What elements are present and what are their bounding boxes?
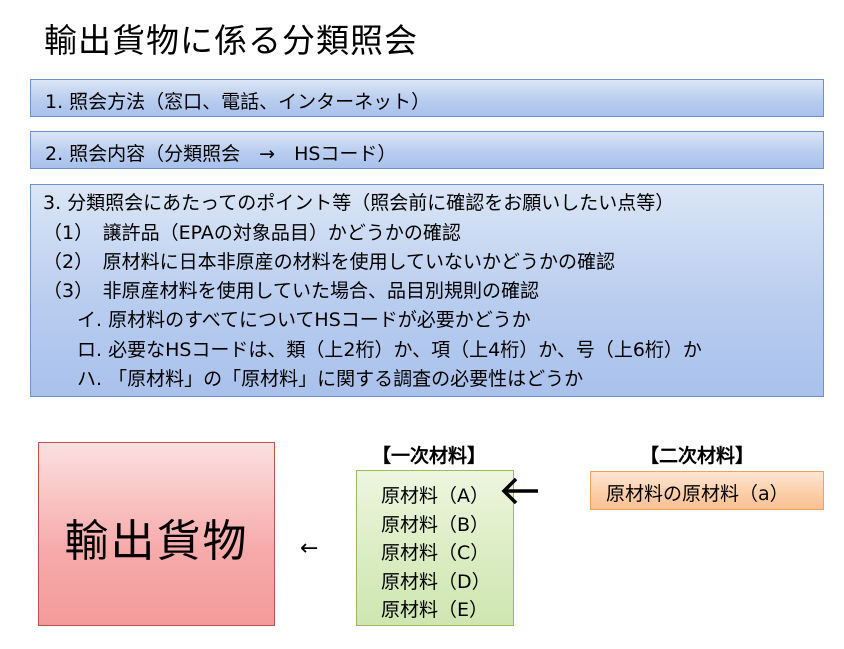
export-goods-label: 輸出貨物	[64, 516, 249, 567]
step1-text: 1. 照会方法（窓口、電話、インターネット）	[45, 91, 431, 113]
step1-box: 1. 照会方法（窓口、電話、インターネット）	[30, 79, 824, 117]
primary-material-b: 原材料（B）	[381, 514, 490, 536]
primary-materials-box: 原材料（A） 原材料（B） 原材料（C） 原材料（D） 原材料（E）	[356, 470, 514, 626]
export-goods-box: 輸出貨物	[38, 442, 275, 626]
step3-sub-ha: ハ. 「原材料」の「原材料」に関する調査の必要性はどうか	[77, 368, 584, 390]
step2-box: 2. 照会内容（分類照会 → HSコード）	[30, 131, 824, 169]
page-title: 輸出貨物に係る分類照会	[44, 21, 418, 60]
step3-point-1: （1） 譲許品（EPAの対象品目）かどうかの確認	[43, 222, 461, 244]
secondary-material-a: 原材料の原材料（a）	[606, 483, 789, 505]
step3-point-3: （3） 非原産材料を使用していた場合、品目別規則の確認	[43, 280, 540, 302]
primary-material-a: 原材料（A）	[381, 485, 489, 507]
primary-material-e: 原材料（E）	[381, 599, 489, 621]
left-arrow-icon: ←	[300, 536, 319, 561]
step3-heading: 3. 分類照会にあたってのポイント等（照会前に確認をお願いしたい点等）	[43, 192, 675, 214]
step2-text: 2. 照会内容（分類照会 → HSコード）	[45, 143, 397, 165]
step3-box: 3. 分類照会にあたってのポイント等（照会前に確認をお願いしたい点等） （1） …	[30, 184, 824, 397]
big-left-arrow-icon	[501, 477, 538, 505]
step3-point-2: （2） 原材料に日本非原産の材料を使用していないかどうかの確認	[43, 251, 616, 273]
secondary-material-box: 原材料の原材料（a）	[590, 471, 824, 510]
step3-sub-i: イ. 原材料のすべてについてHSコードが必要かどうか	[77, 309, 531, 331]
secondary-materials-header: 【二次材料】	[640, 445, 755, 467]
primary-material-d: 原材料（D）	[381, 571, 491, 593]
primary-materials-header: 【一次材料】	[372, 445, 487, 467]
primary-material-c: 原材料（C）	[381, 542, 490, 564]
step3-sub-ro: ロ. 必要なHSコードは、類（上2桁）か、項（上4桁）か、号（上6桁）か	[77, 339, 702, 361]
